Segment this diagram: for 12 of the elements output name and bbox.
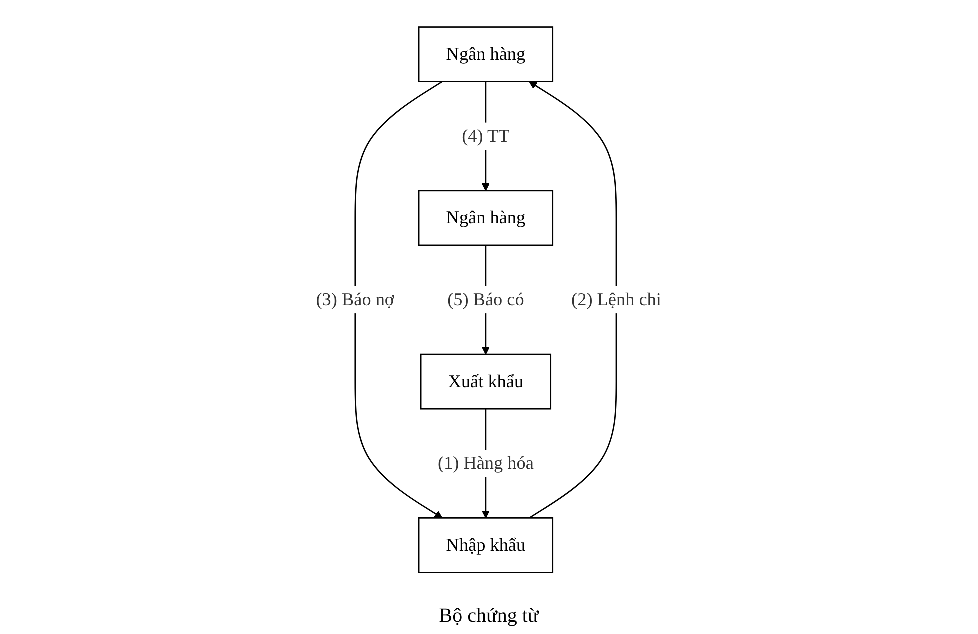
- edge-label: (5) Báo có: [448, 290, 524, 310]
- arrow: [529, 80, 618, 518]
- node-box: Xuất khẩu: [420, 353, 552, 410]
- edge-label: (1) Hàng hóa: [438, 453, 534, 474]
- arrow: [354, 80, 443, 518]
- note-text: Bộ chứng từ: [439, 605, 539, 627]
- node-box: Ngân hàng: [418, 26, 554, 82]
- edge-label: (4) TT: [462, 126, 510, 146]
- node-box: Nhập khẩu: [418, 517, 554, 573]
- edge-label: (2) Lệnh chi: [572, 290, 662, 310]
- node-box: Ngân hàng: [418, 190, 554, 246]
- edge-label: (3) Báo nợ: [316, 290, 395, 310]
